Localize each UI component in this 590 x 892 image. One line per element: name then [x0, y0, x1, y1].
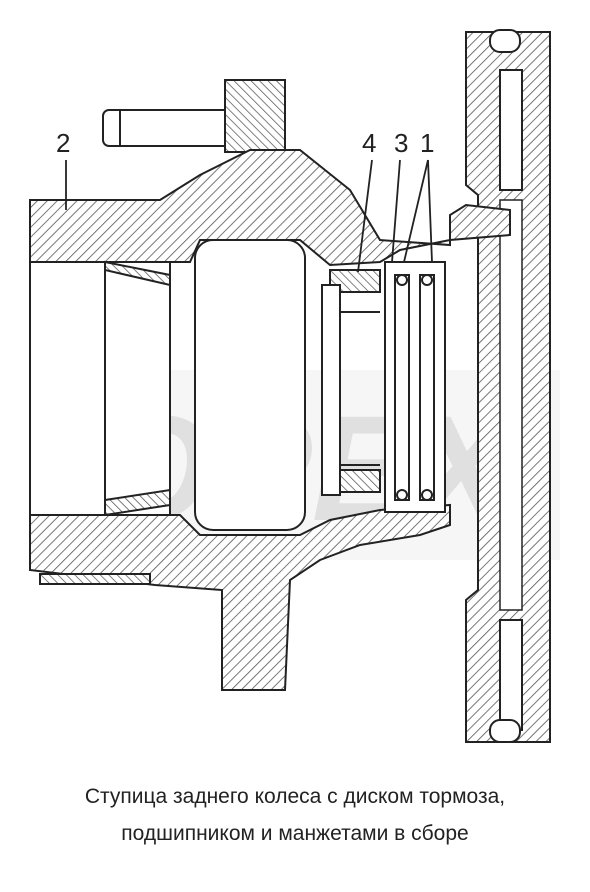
bearing	[321, 269, 381, 496]
seals	[384, 261, 446, 513]
callout-4: 4	[362, 128, 376, 158]
brake-disc	[465, 29, 551, 743]
callout-2: 2	[56, 128, 70, 158]
callout-3: 3	[394, 128, 408, 158]
caption-line-2: подшипником и манжетами в сборе	[121, 822, 469, 845]
leader-lines	[65, 159, 433, 273]
callout-1: 1	[420, 128, 434, 158]
wheel-stud	[102, 79, 286, 153]
caption-line-1: Ступица заднего колеса с диском тормоза,	[84, 785, 506, 808]
hub-body	[29, 149, 511, 691]
